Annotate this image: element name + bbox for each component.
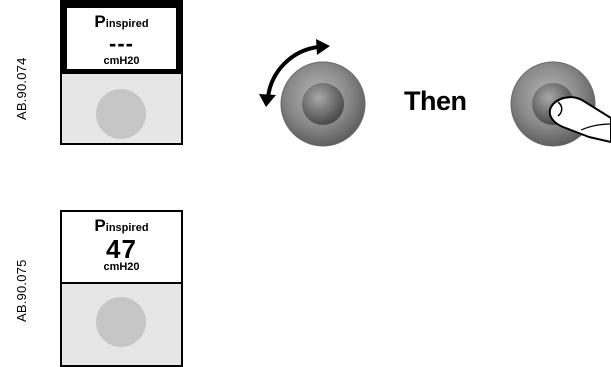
display-panel-2: Pinspired 47 cmH20 bbox=[60, 210, 183, 367]
panel-lower-1 bbox=[62, 74, 181, 141]
parameter-label-1: Pinspired bbox=[67, 13, 176, 33]
parameter-main-1: P bbox=[94, 12, 106, 31]
parameter-unit-2: cmH20 bbox=[103, 261, 140, 273]
display-panel-1: Pinspired --- cmH20 bbox=[60, 0, 183, 145]
parameter-value-2: 47 bbox=[106, 234, 137, 264]
parameter-label-2: Pinspired bbox=[62, 217, 181, 237]
parameter-unit-1: cmH20 bbox=[103, 55, 140, 67]
display-screen-2: Pinspired 47 cmH20 bbox=[62, 212, 181, 282]
then-label: Then bbox=[404, 86, 467, 116]
rotate-knob-icon bbox=[259, 39, 366, 147]
knob-dot-2 bbox=[96, 297, 146, 347]
parameter-sub-1: inspired bbox=[105, 18, 149, 30]
knob-dot-1 bbox=[96, 89, 146, 139]
parameter-main-2: P bbox=[94, 216, 106, 235]
display-screen-1: Pinspired --- cmH20 bbox=[62, 2, 181, 74]
panel-lower-2 bbox=[62, 282, 181, 363]
press-knob-icon bbox=[510, 61, 611, 147]
parameter-sub-2: inspired bbox=[105, 222, 149, 234]
parameter-value-1: --- bbox=[109, 31, 134, 56]
